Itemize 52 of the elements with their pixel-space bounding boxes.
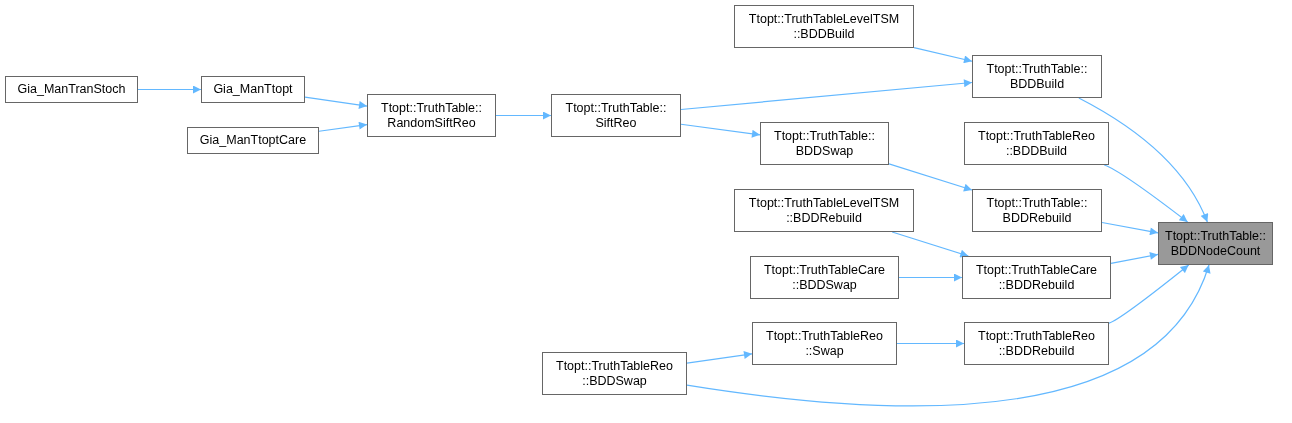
function-box xyxy=(201,76,305,103)
arrow xyxy=(680,123,761,138)
function-name: Ttopt::TruthTable:: BDDNodeCount xyxy=(1165,228,1266,259)
function-name: Ttopt::TruthTableReo ::BDDBuild xyxy=(978,128,1095,159)
arrow xyxy=(1078,97,1208,223)
arrow xyxy=(318,121,368,132)
function-name: Gia_ManTtopt xyxy=(213,82,293,97)
arrow xyxy=(1103,164,1189,223)
arrow xyxy=(686,264,1210,407)
function-box xyxy=(964,122,1109,165)
function-name: Ttopt::TruthTable:: BDDBuild xyxy=(986,61,1088,92)
function-name: Gia_ManTtoptCare xyxy=(199,133,307,148)
arrow xyxy=(891,231,969,258)
function-box xyxy=(1158,222,1273,265)
arrow xyxy=(1108,264,1190,324)
arrow xyxy=(304,96,368,109)
function-name: Ttopt::TruthTable:: BDDRebuild xyxy=(986,195,1088,226)
function-box xyxy=(962,256,1111,299)
function-box xyxy=(964,322,1109,365)
function-box xyxy=(734,189,914,232)
function-box xyxy=(367,94,496,137)
arrow xyxy=(1101,221,1159,236)
function-name: Ttopt::TruthTable:: BDDSwap xyxy=(774,128,875,159)
function-box xyxy=(551,94,681,137)
arrow xyxy=(137,85,202,94)
function-box xyxy=(542,352,687,395)
function-name: Ttopt::TruthTableLevelTSM ::BDDRebuild xyxy=(748,195,900,226)
arrow xyxy=(898,273,963,282)
function-name: Ttopt::TruthTableCare ::BDDRebuild xyxy=(975,262,1098,293)
function-box xyxy=(734,5,914,48)
function-name: Gia_ManTranStoch xyxy=(17,82,126,97)
function-name: Ttopt::TruthTable:: RandomSiftReo xyxy=(381,100,482,131)
arrow xyxy=(913,47,973,64)
arrow xyxy=(896,339,965,348)
function-box xyxy=(187,127,319,154)
arrow xyxy=(495,111,552,120)
arrow xyxy=(888,163,973,192)
function-box xyxy=(972,189,1102,232)
function-box xyxy=(750,256,899,299)
function-name: Ttopt::TruthTableLevelTSM ::BDDBuild xyxy=(748,11,900,42)
arrow xyxy=(1110,252,1159,264)
function-box xyxy=(760,122,889,165)
function-box xyxy=(5,76,138,103)
function-name: Ttopt::TruthTable:: SiftReo xyxy=(565,100,667,131)
function-box xyxy=(972,55,1102,98)
function-name: Ttopt::TruthTableReo ::Swap xyxy=(766,328,883,359)
function-name: Ttopt::TruthTableCare ::BDDSwap xyxy=(763,262,886,293)
function-box xyxy=(752,322,897,365)
function-name: Ttopt::TruthTableReo ::BDDRebuild xyxy=(978,328,1095,359)
arrow xyxy=(680,79,973,111)
function-name: Ttopt::TruthTableReo ::BDDSwap xyxy=(556,358,673,389)
arrow xyxy=(686,351,753,364)
